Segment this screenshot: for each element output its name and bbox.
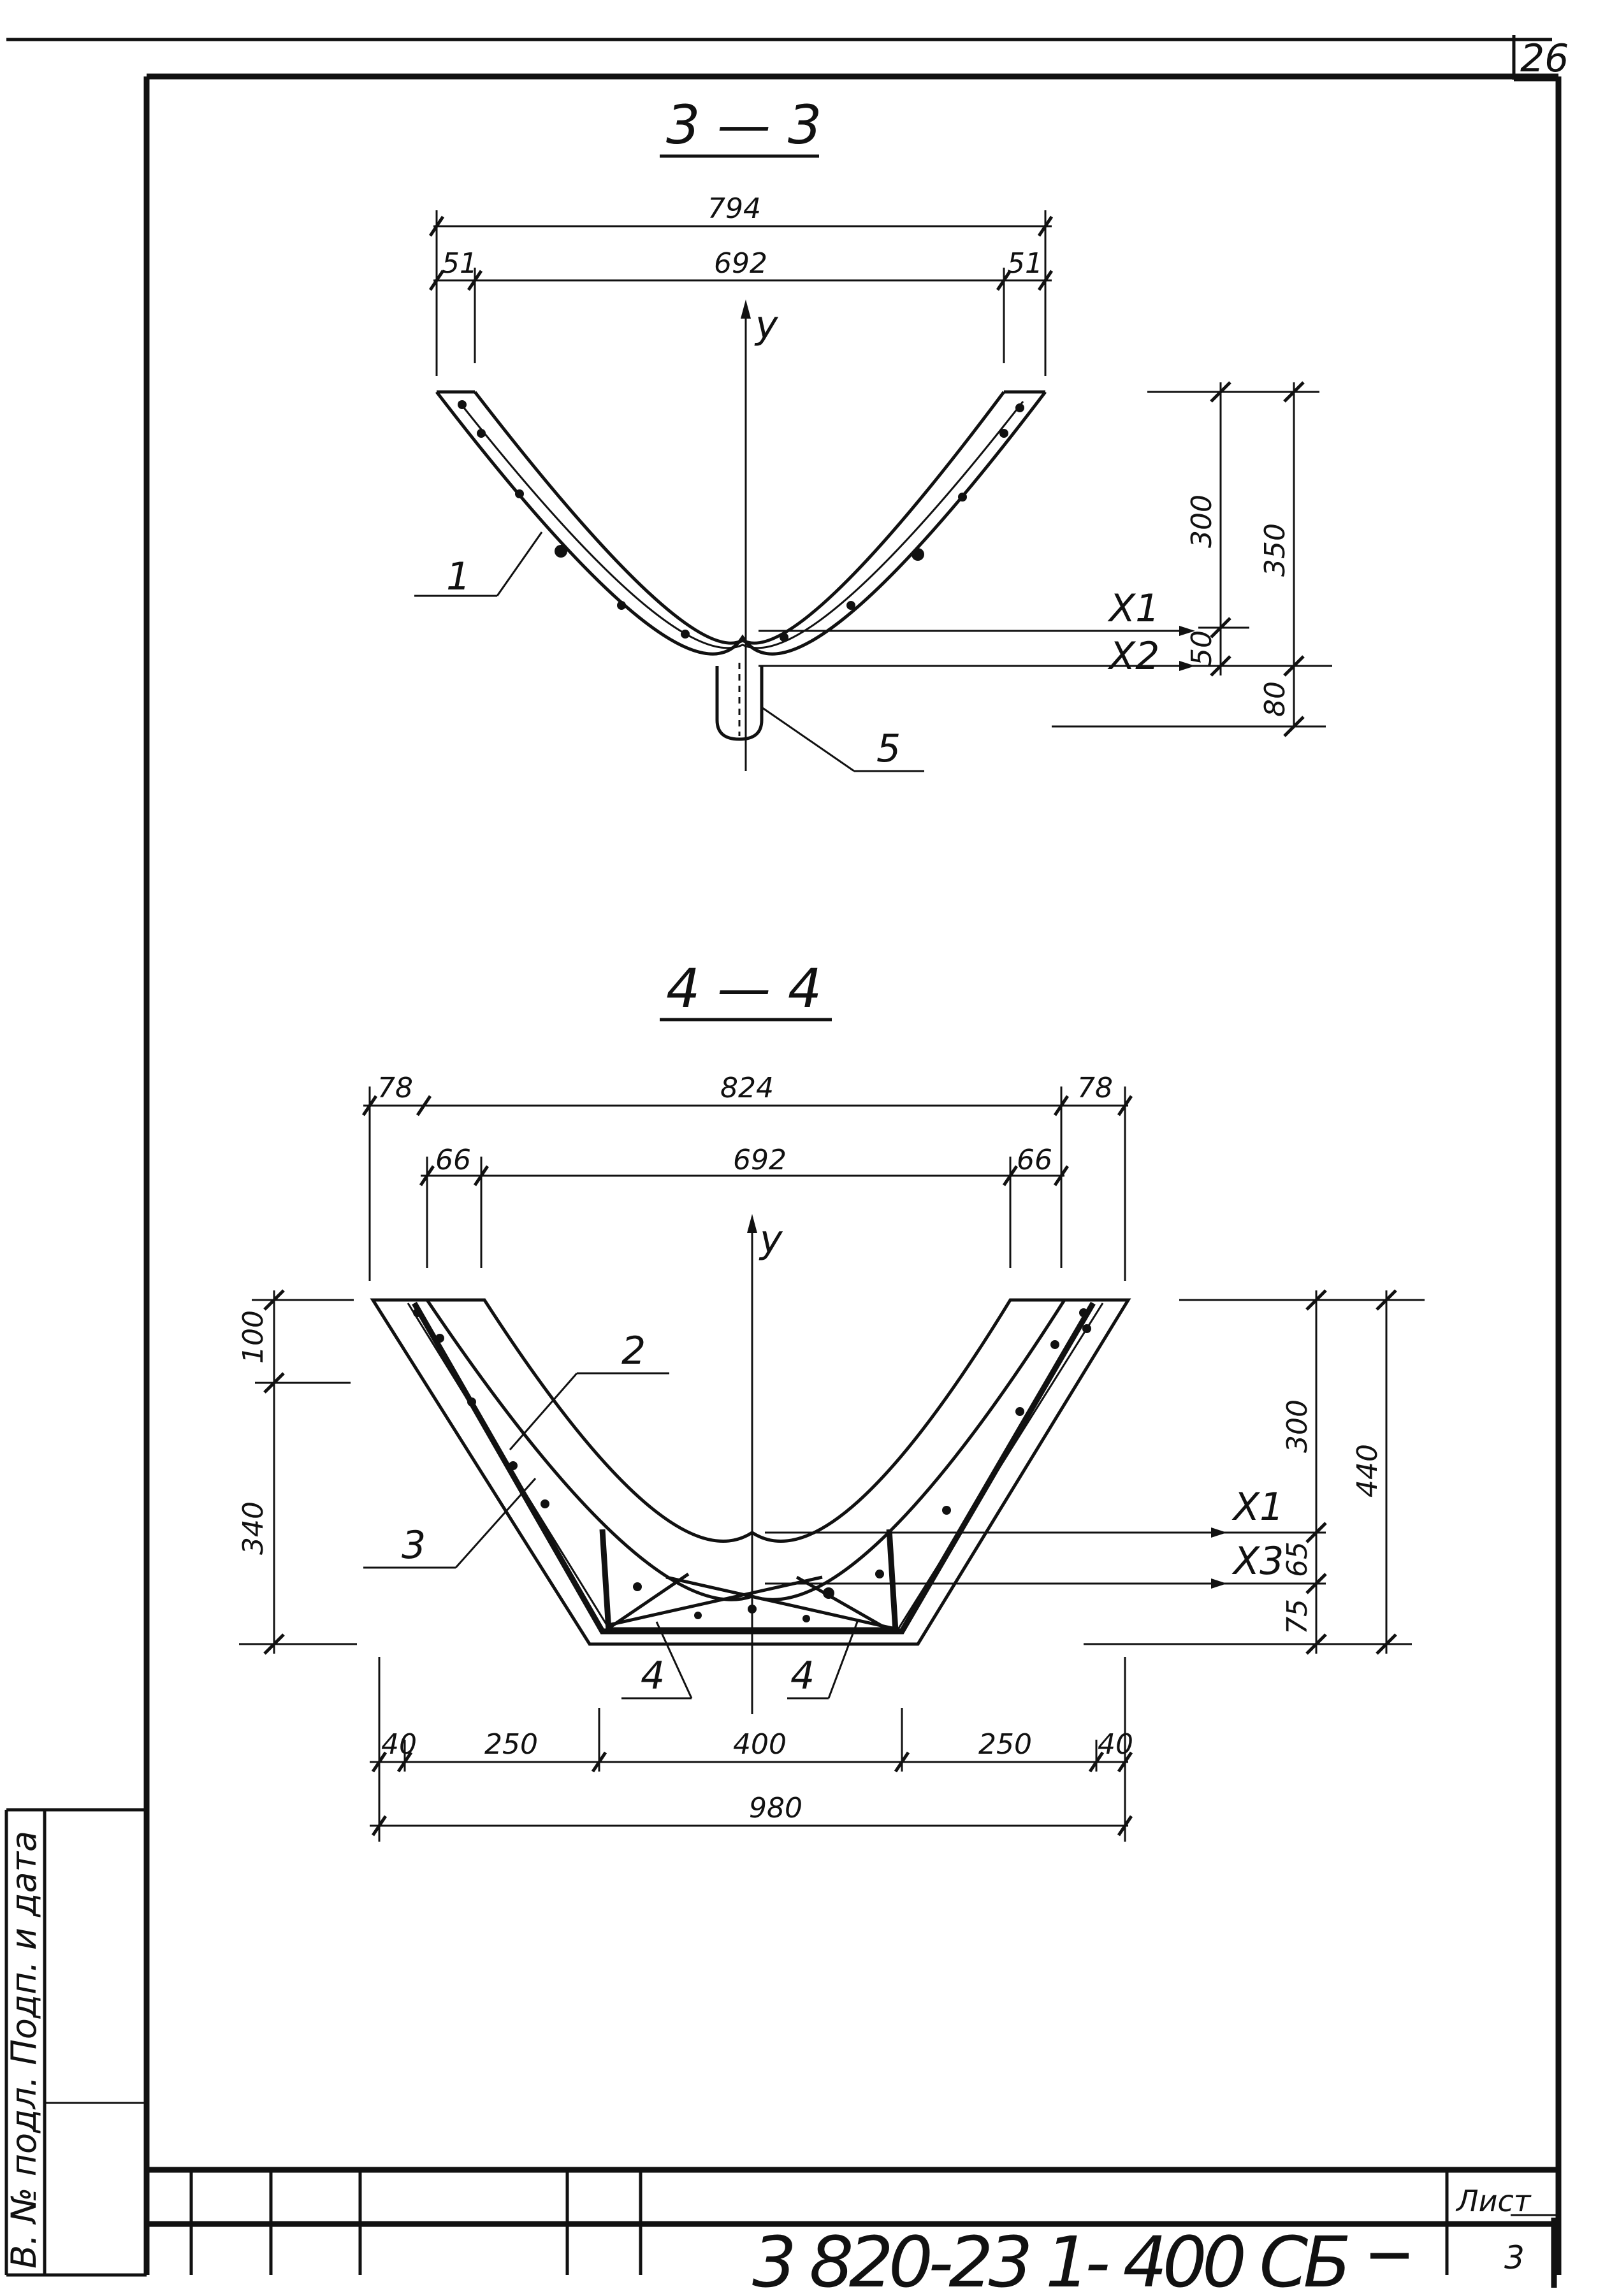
axis-y-4-4: y xyxy=(759,1217,783,1262)
sheet-number: 3 xyxy=(1504,2239,1525,2276)
dim-250-right: 250 xyxy=(978,1728,1032,1761)
dim-65: 65 xyxy=(1281,1541,1314,1577)
callout-3: 3 xyxy=(402,1523,426,1568)
title-block xyxy=(147,2167,1558,2288)
dim-300-4-4: 300 xyxy=(1281,1399,1314,1453)
callout-2: 2 xyxy=(621,1329,646,1373)
sheet-frame xyxy=(6,35,1562,2275)
dim-75: 75 xyxy=(1281,1599,1314,1635)
trough-inner-edge xyxy=(435,391,1047,656)
dim-40-left: 40 xyxy=(381,1728,417,1761)
section-4-4: 4 — 4 824 692 78 78 66 66 y xyxy=(237,957,1425,1842)
dim-794: 794 xyxy=(708,192,761,225)
dim-350: 350 xyxy=(1259,523,1291,577)
dim-100: 100 xyxy=(237,1310,270,1364)
document-code: 3 820-23 1- 400 СБ xyxy=(752,2221,1351,2296)
dim-80: 80 xyxy=(1259,681,1291,717)
dim-980: 980 xyxy=(749,1792,802,1824)
axis-x3-4-4: X3 xyxy=(1231,1539,1284,1584)
side-stamp-text: В. № подл. Подп. и дата xyxy=(4,1831,44,2269)
side-stamp-box xyxy=(4,1808,147,2277)
dim-440: 440 xyxy=(1351,1444,1384,1498)
axis-x1-4-4: X1 xyxy=(1231,1485,1284,1529)
axis-y-3-3: y xyxy=(754,303,779,347)
callout-5: 5 xyxy=(876,726,901,771)
dim-78-left: 78 xyxy=(377,1072,413,1104)
dim-300-3-3: 300 xyxy=(1186,495,1218,548)
dim-40-right: 40 xyxy=(1098,1728,1133,1761)
dim-824: 824 xyxy=(720,1072,774,1104)
axis-x1-3-3: X1 xyxy=(1107,586,1159,631)
sheet-label: Лист xyxy=(1455,2184,1532,2218)
dim-50: 50 xyxy=(1186,630,1218,666)
dim-51-right: 51 xyxy=(1007,247,1043,280)
dim-692-3-3: 692 xyxy=(714,247,767,280)
dim-66-right: 66 xyxy=(1017,1144,1052,1176)
dim-250-left: 250 xyxy=(484,1728,538,1761)
dim-340: 340 xyxy=(237,1501,270,1555)
section-3-3: 3 — 3 794 692 51 51 y xyxy=(414,94,1332,772)
block-outer-contour xyxy=(370,1298,1131,1646)
section-4-4-title: 4 — 4 xyxy=(666,957,822,1020)
page-number: 26 xyxy=(1520,36,1569,81)
section-3-3-title: 3 — 3 xyxy=(666,94,822,156)
callout-4-left: 4 xyxy=(641,1654,665,1698)
dim-400: 400 xyxy=(733,1728,787,1761)
dim-78-right: 78 xyxy=(1077,1072,1113,1104)
dim-51-left: 51 xyxy=(442,247,477,280)
drain-rib xyxy=(715,666,764,741)
dim-692-4-4: 692 xyxy=(733,1144,787,1176)
callout-4-right: 4 xyxy=(790,1654,815,1698)
callout-1: 1 xyxy=(446,554,470,599)
axis-x2-3-3: X2 xyxy=(1107,634,1159,679)
dim-66-left: 66 xyxy=(435,1144,471,1176)
